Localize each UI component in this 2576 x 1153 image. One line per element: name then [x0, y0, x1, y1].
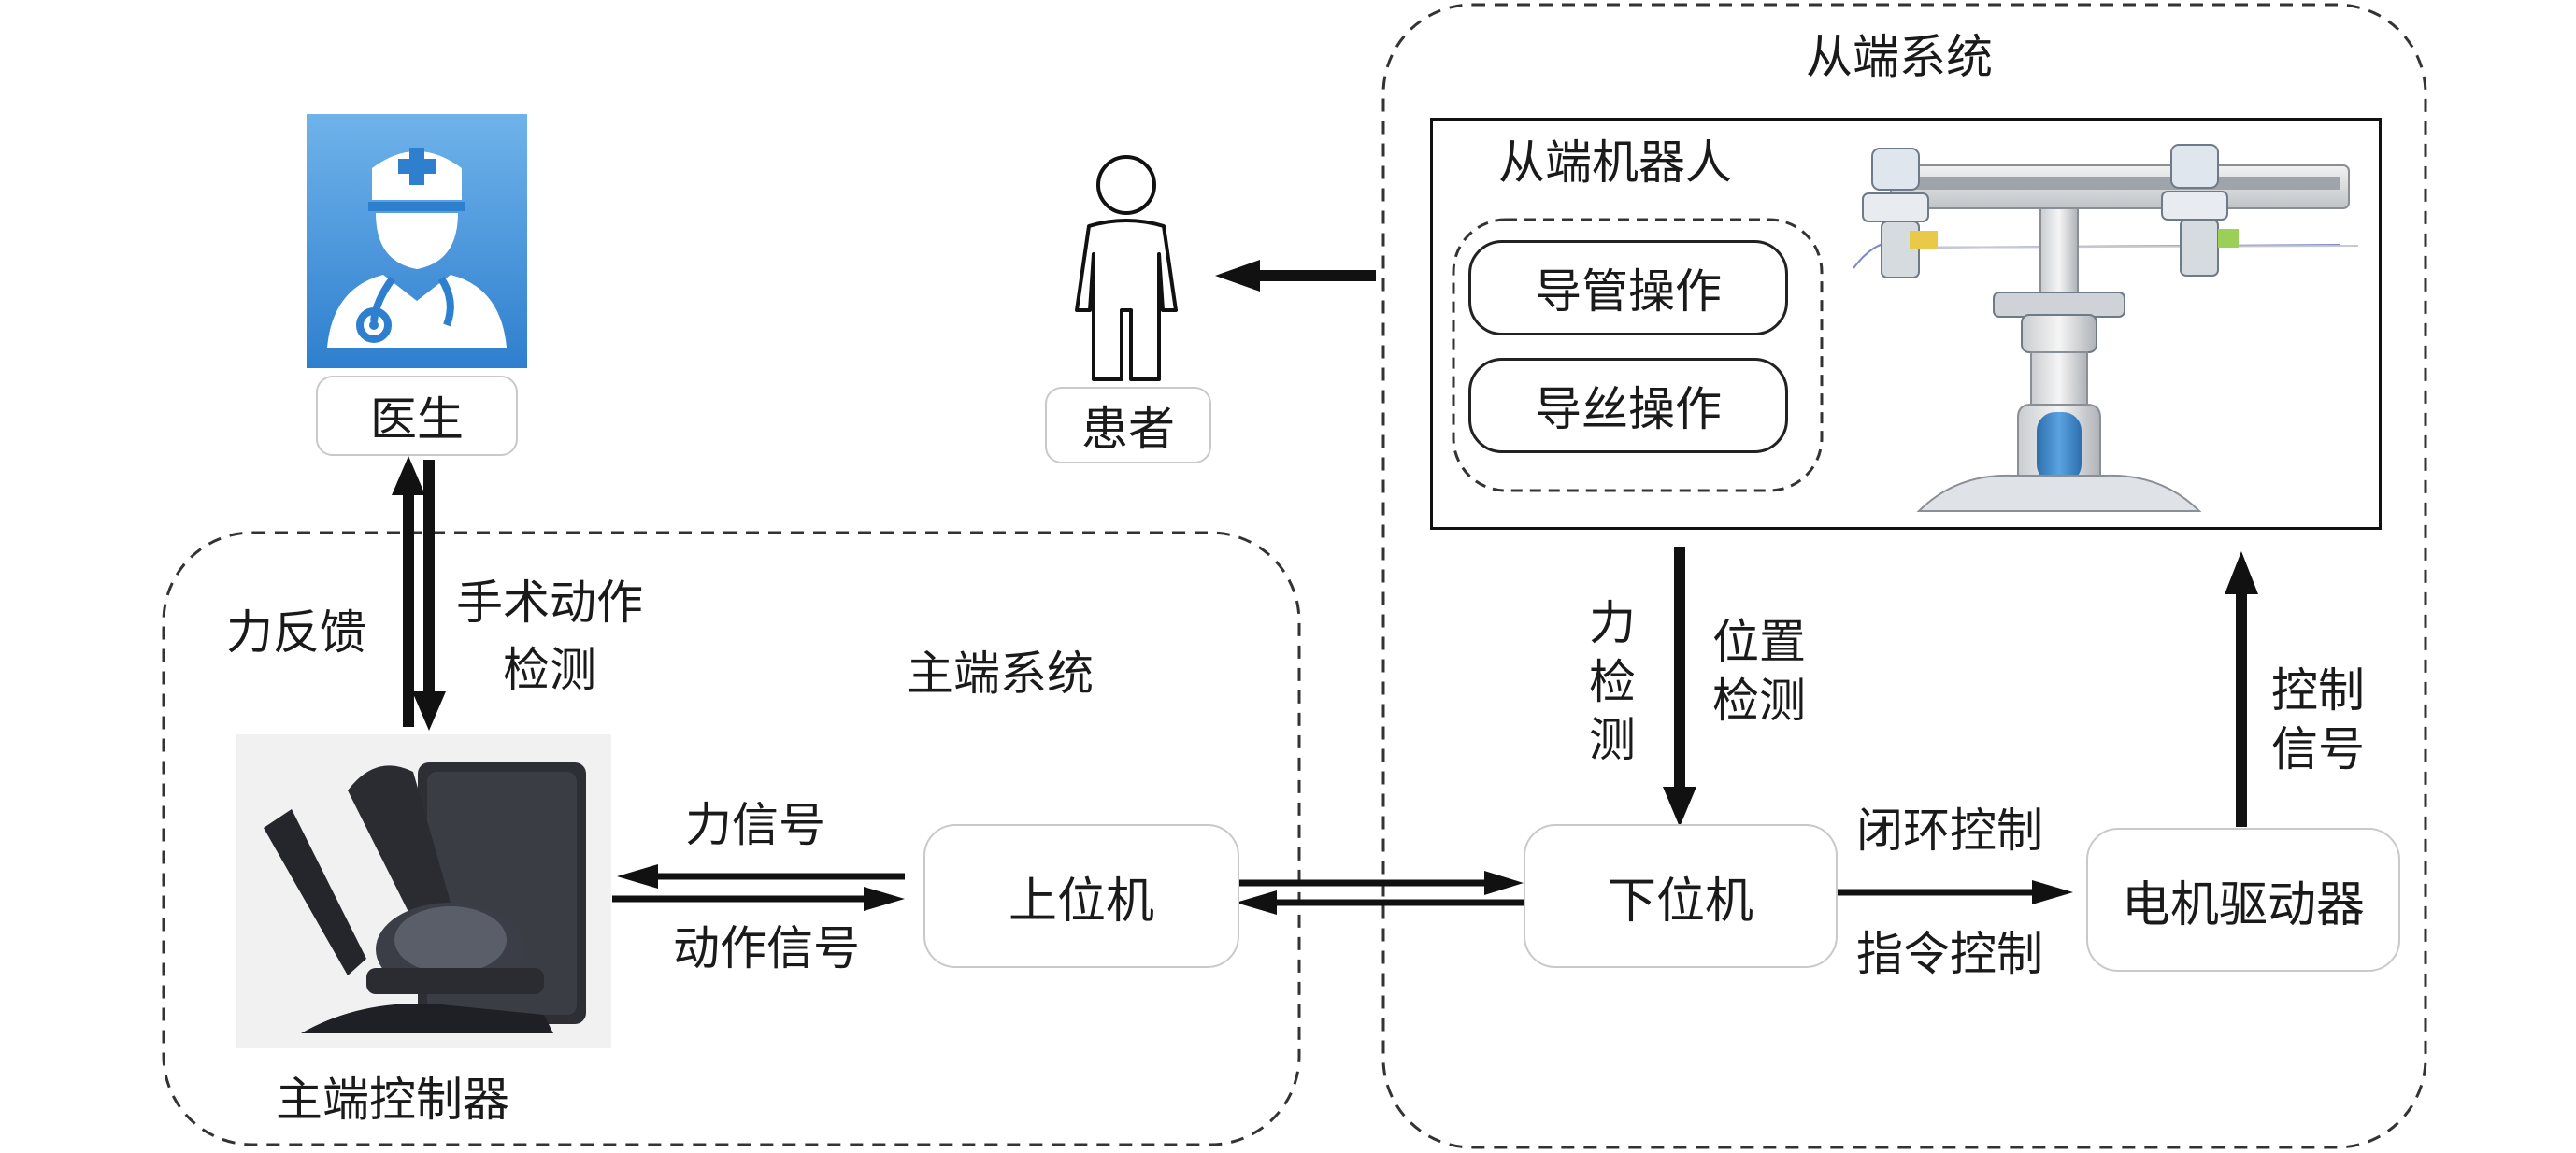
master-system-title: 主端系统 — [907, 647, 1094, 701]
slave-system-title: 从端系统 — [1806, 30, 1993, 84]
force-signal-arrow — [617, 864, 905, 889]
operations-group-outline — [1452, 218, 1824, 492]
guidewire-operation: 导丝操作 — [1468, 358, 1788, 453]
catheter-operation: 导管操作 — [1468, 240, 1788, 335]
doctor-icon — [307, 114, 527, 368]
slave-robot-image — [1853, 144, 2359, 512]
force-feedback-label: 力反馈 — [226, 605, 366, 660]
force-detect-label: 力 检 测 — [1589, 596, 1636, 767]
master-controller-image — [236, 734, 611, 1048]
position-detect-label: 位置 检测 — [1712, 615, 1806, 728]
upper-computer-node: 上位机 — [923, 824, 1239, 968]
upper-to-lower-arrow — [1236, 871, 1524, 895]
force-signal-label: 力信号 — [685, 798, 825, 852]
doctor-down-arrow — [412, 460, 446, 731]
patient-icon — [1066, 151, 1187, 383]
patient-label: 患者 — [1045, 387, 1211, 463]
closed-loop-label: 闭环控制 — [1856, 804, 2043, 858]
surgical-motion-label-line2: 检测 — [503, 643, 596, 697]
command-control-label: 指令控制 — [1856, 927, 2043, 981]
slave-robot-panel: 从端机器人 导管操作 导丝操作 — [1430, 118, 2382, 530]
control-signal-label: 控制 信号 — [2271, 663, 2365, 776]
lower-computer-node: 下位机 — [1524, 824, 1838, 968]
detection-arrow — [1663, 547, 1696, 827]
doctor-label: 医生 — [316, 376, 518, 456]
motion-signal-label: 动作信号 — [673, 921, 860, 975]
slave-system-region — [1381, 3, 2427, 1149]
master-controller-label: 主端控制器 — [276, 1073, 509, 1127]
master-system-region — [162, 531, 1301, 1146]
closed-loop-arrow — [1834, 880, 2073, 904]
robot-to-patient-arrow — [1215, 260, 1376, 292]
doctor-up-arrow — [392, 456, 425, 727]
slave-robot-title: 从端机器人 — [1498, 135, 1732, 190]
control-signal-arrow — [2225, 551, 2258, 827]
surgical-motion-label-line1: 手术动作 — [456, 576, 643, 630]
motion-signal-arrow — [612, 887, 905, 911]
motor-driver-node: 电机驱动器 — [2086, 828, 2400, 972]
lower-to-upper-arrow — [1236, 890, 1524, 915]
